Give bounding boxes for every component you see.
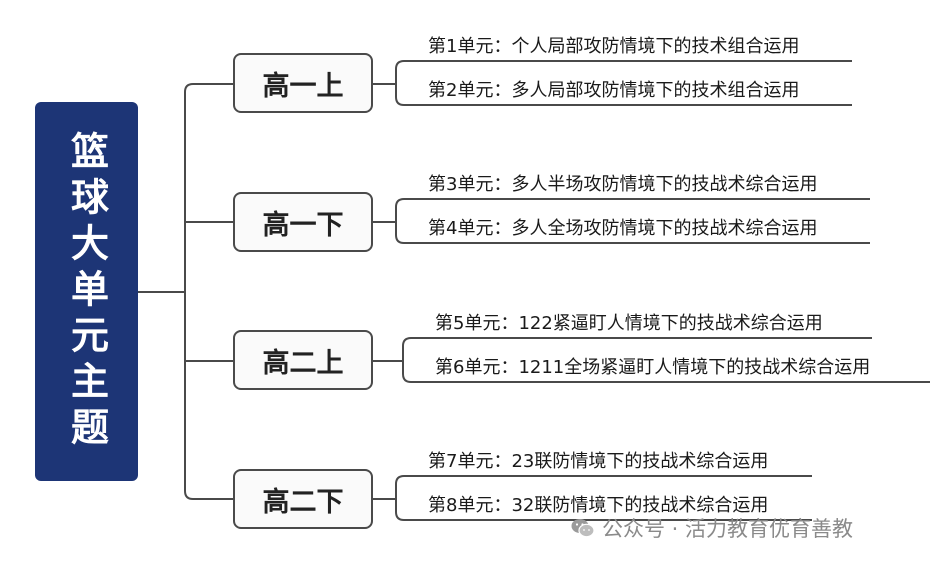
unit-5-label: 第5单元：122紧逼盯人情境下的技战术综合运用 bbox=[435, 313, 823, 334]
unit-underline bbox=[395, 84, 852, 106]
term-branch-line bbox=[184, 490, 233, 500]
unit-underline bbox=[395, 222, 870, 244]
unit-3-label: 第3单元：多人半场攻防情境下的技战术综合运用 bbox=[428, 174, 818, 195]
root-node: 篮球大单元主题 bbox=[35, 102, 138, 481]
unit-underline bbox=[402, 361, 930, 383]
unit-2-label: 第2单元：多人局部攻防情境下的技术组合运用 bbox=[428, 80, 800, 101]
term-node-4: 高二下 bbox=[233, 469, 373, 529]
unit-1-label: 第1单元：个人局部攻防情境下的技术组合运用 bbox=[428, 36, 800, 57]
unit-underline bbox=[395, 198, 870, 222]
unit-7-label: 第7单元：23联防情境下的技战术综合运用 bbox=[428, 451, 769, 472]
term-branch-line bbox=[184, 83, 233, 93]
unit-underline bbox=[395, 499, 812, 521]
unit-8-label: 第8单元：32联防情境下的技战术综合运用 bbox=[428, 495, 769, 516]
unit-4-label: 第4单元：多人全场攻防情境下的技战术综合运用 bbox=[428, 218, 818, 239]
unit-6-label: 第6单元：1211全场紧逼盯人情境下的技战术综合运用 bbox=[435, 357, 871, 378]
unit-underline bbox=[395, 60, 852, 84]
root-title: 篮球大单元主题 bbox=[64, 130, 109, 453]
term-node-1: 高一上 bbox=[233, 53, 373, 113]
unit-underline bbox=[402, 337, 872, 361]
term-node-3: 高二上 bbox=[233, 330, 373, 390]
unit-underline bbox=[395, 475, 812, 499]
wechat-icon bbox=[571, 519, 595, 538]
watermark-text: 公众号 · 活力教育优育善教 bbox=[602, 517, 854, 541]
watermark: 公众号 · 活力教育优育善教 bbox=[570, 512, 853, 544]
term-node-2: 高一下 bbox=[233, 192, 373, 252]
